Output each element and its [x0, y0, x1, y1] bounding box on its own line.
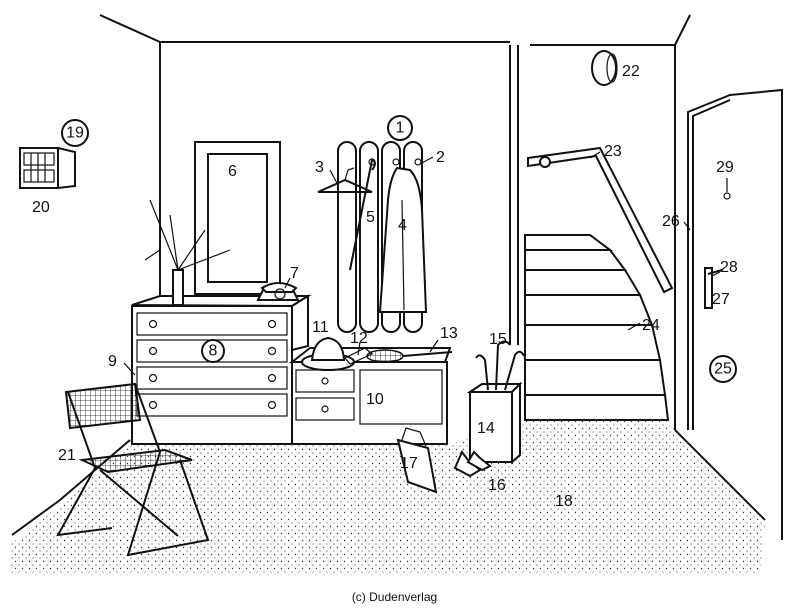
label-9: 9 [108, 353, 117, 370]
handrail [527, 146, 674, 294]
label-5: 5 [366, 209, 375, 226]
label-13: 13 [440, 325, 458, 342]
label-18: 18 [555, 493, 573, 510]
label-29: 29 [716, 159, 734, 176]
label-12: 12 [350, 330, 368, 347]
label-3: 3 [315, 159, 324, 176]
label-23: 23 [604, 143, 622, 160]
label-28: 28 [720, 259, 738, 276]
label-21: 21 [58, 447, 76, 464]
label-19-circle [61, 119, 89, 147]
label-24: 24 [642, 317, 660, 334]
hanger [317, 167, 373, 193]
label-19: 19 [66, 125, 84, 142]
label-14: 14 [477, 420, 495, 437]
copyright-credit: (c) Dudenverlag [351, 590, 438, 604]
folding-chair [56, 382, 210, 557]
walking-stick [349, 158, 376, 271]
bag [396, 427, 438, 494]
vase-with-branches [144, 199, 231, 306]
label-7: 7 [290, 265, 299, 282]
fuse-box [19, 146, 76, 190]
label-22: 22 [622, 63, 640, 80]
label-1: 1 [396, 120, 405, 137]
label-16: 16 [488, 477, 506, 494]
staircase [524, 234, 670, 421]
label-8: 8 [209, 343, 218, 360]
wall-lamp [591, 50, 618, 86]
label-8-circle [201, 339, 225, 363]
door [687, 88, 783, 540]
label-4: 4 [398, 217, 407, 234]
label-25-circle [709, 355, 737, 383]
label-27: 27 [712, 291, 730, 308]
label-6: 6 [228, 163, 237, 180]
floor [10, 420, 765, 575]
label-10: 10 [366, 391, 384, 408]
label-11: 11 [312, 319, 329, 336]
label-17: 17 [400, 455, 418, 472]
label-25: 25 [714, 361, 732, 378]
tennis-racket [366, 349, 453, 363]
label-1-circle [387, 115, 413, 141]
umbrella-stand [466, 381, 523, 465]
label-20: 20 [32, 199, 50, 216]
telephone [256, 282, 300, 301]
coat [378, 166, 428, 313]
number-labels: 1 2 3 4 5 6 7 8 9 10 11 12 13 14 15 16 1… [32, 63, 738, 510]
mirror [194, 141, 281, 295]
label-26: 26 [662, 213, 680, 230]
label-2: 2 [436, 149, 445, 166]
umbrellas [475, 340, 525, 391]
shoes [453, 450, 492, 478]
leader-lines [123, 151, 728, 376]
label-15: 15 [489, 331, 507, 348]
chest-of-drawers [131, 294, 312, 445]
